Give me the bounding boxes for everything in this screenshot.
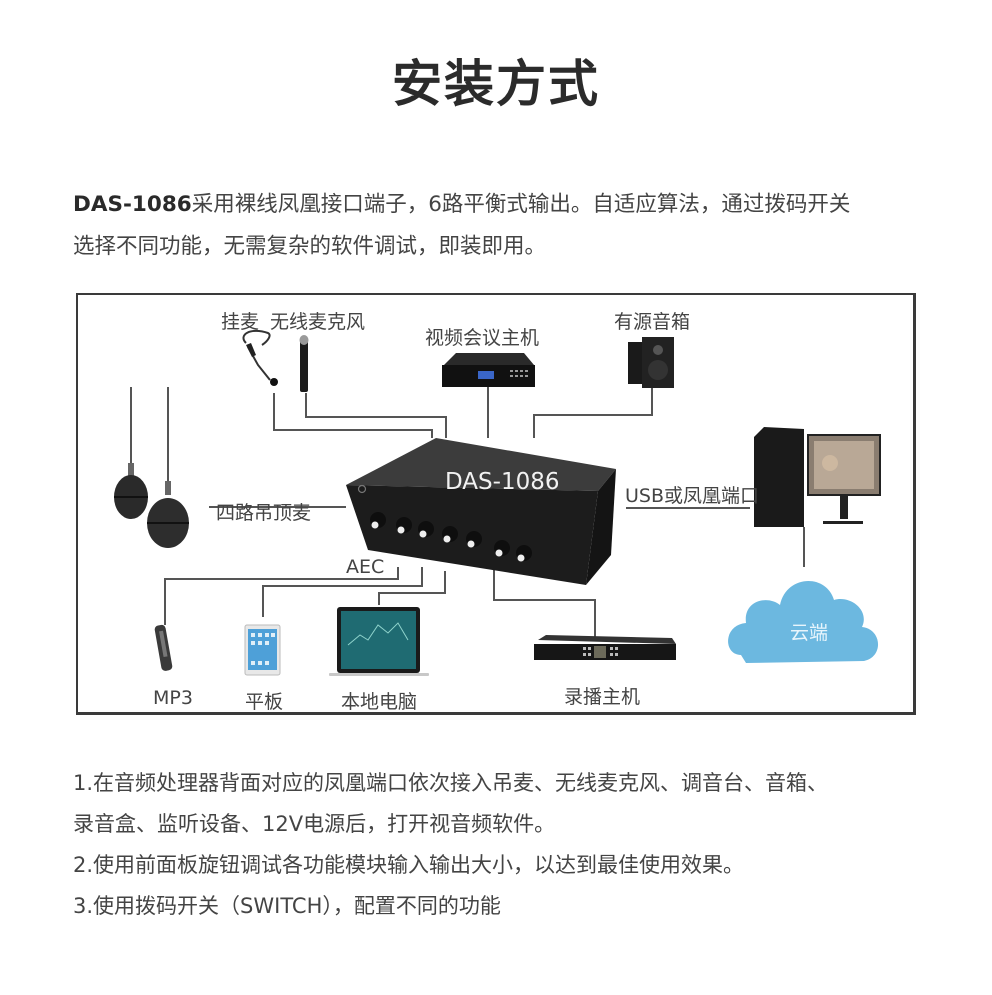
label-tablet: 平板 xyxy=(245,691,284,713)
label-local-pc: 本地电脑 xyxy=(341,691,418,713)
intro-line-2: 选择不同功能，无需复杂的软件调试，即装即用。 xyxy=(73,234,547,259)
line-recorder xyxy=(493,570,596,640)
mp3-player-icon xyxy=(154,624,173,671)
installation-steps: 1.在音频处理器背面对应的凤凰端口依次接入吊麦、无线麦克风、调音台、音箱、 录音… xyxy=(73,763,953,927)
connection-lines xyxy=(164,383,805,640)
intro-line-1: 采用裸线凤凰接口端子，6路平衡式输出。自适应算法，通过拨码开关 xyxy=(191,192,851,217)
installation-diagram: 挂麦 无线麦克风 视频会议主机 有源音箱 四路吊顶麦 DAS-1086 USB或… xyxy=(76,293,916,715)
video-conference-host-icon xyxy=(442,353,535,387)
label-active-speaker: 有源音箱 xyxy=(614,311,691,333)
diagram-canvas xyxy=(114,329,881,676)
lapel-mic-icon xyxy=(242,329,278,386)
line-lapel-mic xyxy=(273,393,433,438)
das-1086-device-icon xyxy=(346,438,616,585)
step-line: 3.使用拨码开关（SWITCH），配置不同的功能 xyxy=(73,894,501,918)
tablet-icon xyxy=(244,624,281,676)
desktop-pc-icon xyxy=(754,427,881,527)
laptop-icon xyxy=(329,607,429,676)
line-wireless-mic xyxy=(305,393,447,438)
line-tablet xyxy=(262,567,423,617)
intro-paragraph: DAS-1086采用裸线凤凰接口端子，6路平衡式输出。自适应算法，通过拨码开关 … xyxy=(73,184,933,268)
label-video-conference-host: 视频会议主机 xyxy=(425,327,540,349)
label-mp3: MP3 xyxy=(153,687,193,709)
label-das-1086: DAS-1086 xyxy=(445,469,560,495)
label-wireless-mic: 无线麦克风 xyxy=(270,311,366,333)
label-ceiling-mics: 四路吊顶麦 xyxy=(216,502,312,524)
line-speaker xyxy=(533,383,653,438)
label-usb-port: USB或凤凰端口 xyxy=(625,485,760,507)
active-speaker-icon xyxy=(628,337,674,388)
recorder-host-icon xyxy=(534,635,676,660)
line-mp3 xyxy=(164,567,399,625)
step-line: 1.在音频处理器背面对应的凤凰端口依次接入吊麦、无线麦克风、调音台、音箱、 xyxy=(73,771,829,795)
line-local-pc xyxy=(378,571,446,605)
label-lapel-mic: 挂麦 xyxy=(221,311,260,333)
model-name: DAS-1086 xyxy=(73,192,192,217)
cloud-icon xyxy=(728,581,879,663)
front-knobs xyxy=(370,512,532,562)
wireless-mic-icon xyxy=(299,335,309,392)
ceiling-mics-icon xyxy=(114,387,189,548)
step-line: 录音盒、监听设备、12V电源后，打开视音频软件。 xyxy=(73,812,556,836)
label-cloud: 云端 xyxy=(790,622,829,644)
page-title: 安装方式 xyxy=(392,55,600,113)
label-recorder-host: 录播主机 xyxy=(564,686,641,708)
step-line: 2.使用前面板旋钮调试各功能模块输入输出大小，以达到最佳使用效果。 xyxy=(73,853,745,877)
label-aec: AEC xyxy=(346,556,385,578)
